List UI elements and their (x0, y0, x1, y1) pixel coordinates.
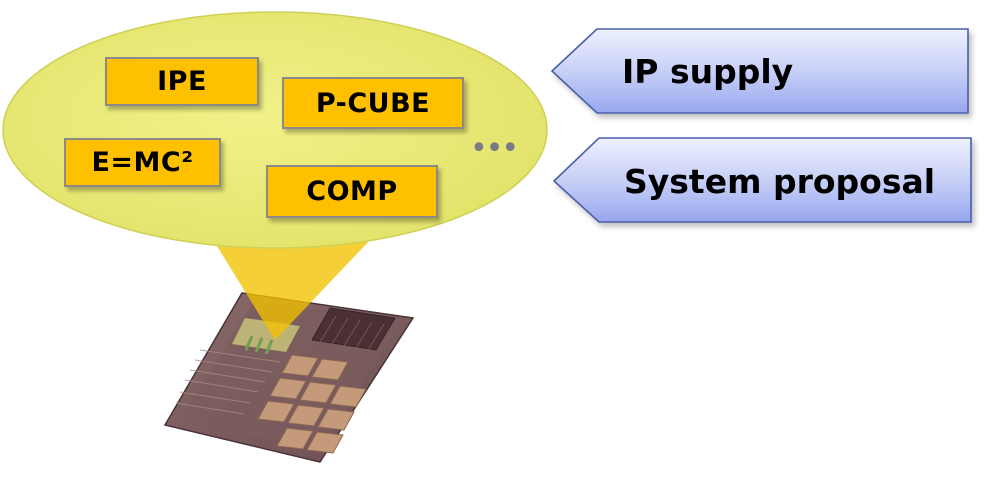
ip-box-comp: COMP (266, 165, 438, 218)
system-proposal-arrow (552, 137, 972, 223)
system-proposal-label: System proposal (624, 162, 936, 201)
more-indicator: ••• (470, 131, 519, 166)
zoom-cone (212, 238, 372, 340)
ip-box-ipe: IPE (105, 57, 259, 106)
ip-supply-label: IP supply (622, 52, 794, 91)
ip-box-p-cube: P-CUBE (282, 77, 464, 129)
ip-supply-arrow (550, 28, 969, 114)
ip-box-emc2: E=MC² (64, 138, 221, 187)
